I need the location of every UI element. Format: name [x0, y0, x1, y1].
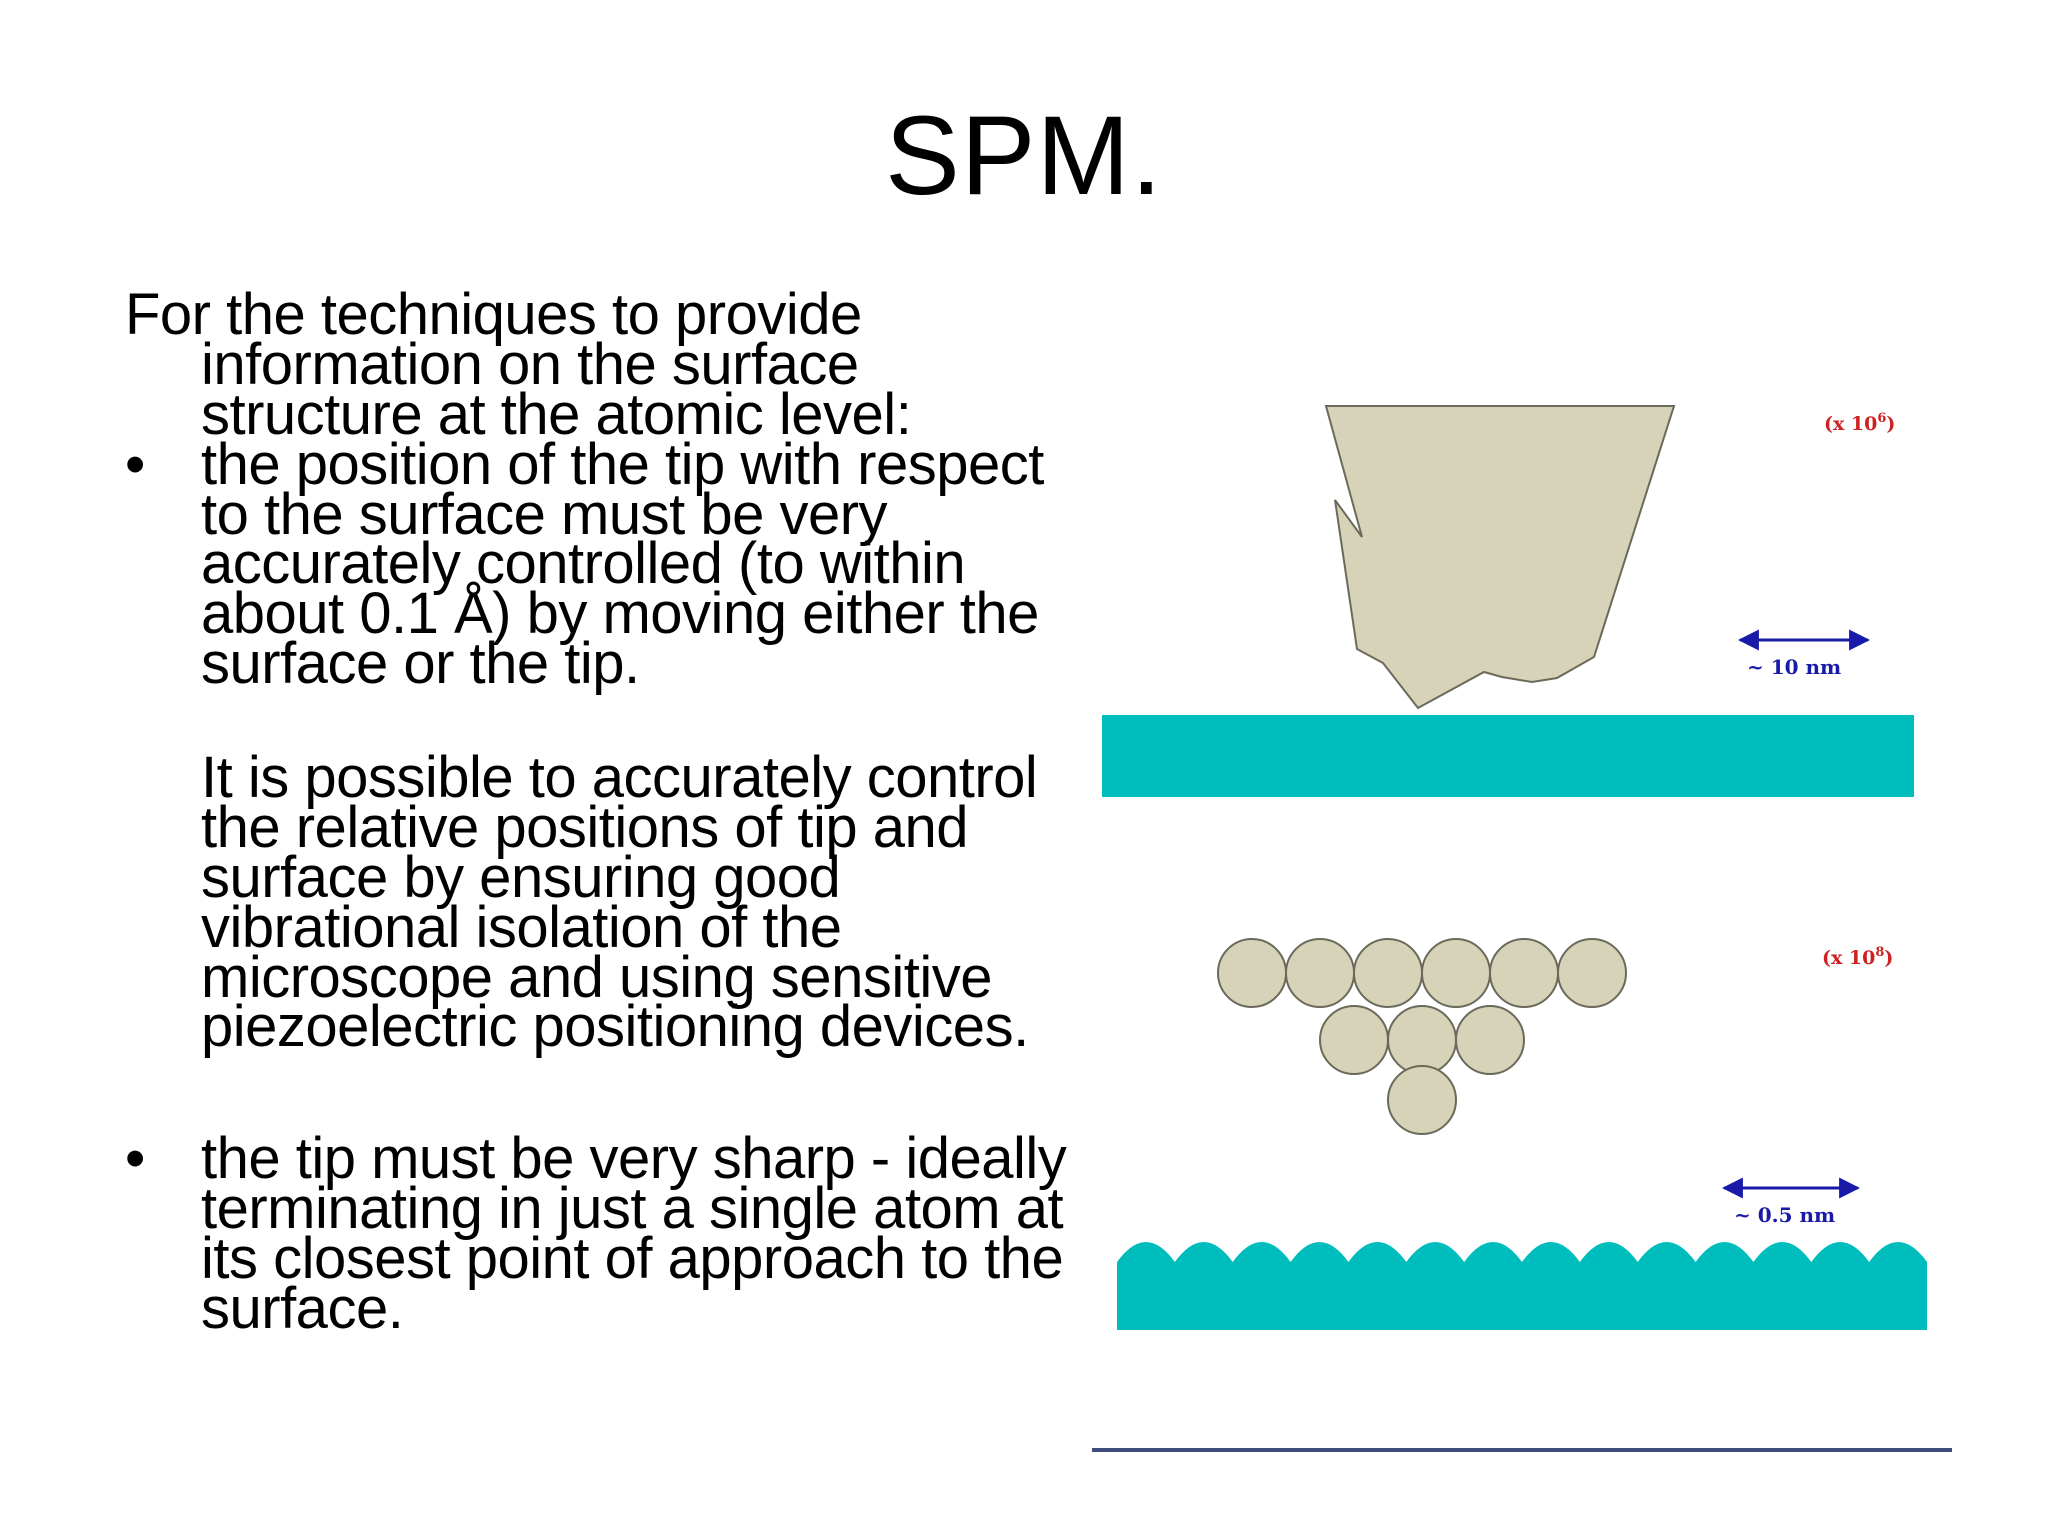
bullet-marker: • — [125, 431, 145, 497]
tip-surface-diagram: ~ 10 nm (x 106) ~ 0.5 nm (x 108) — [1092, 405, 1952, 1452]
magnification-label-1e6: (x 106) — [1824, 411, 1895, 435]
atom-circle — [1455, 1005, 1525, 1075]
intro-text: For the techniques to provide informatio… — [125, 282, 912, 447]
scale-label-10nm: ~ 10 nm — [1747, 655, 1841, 679]
atom-circle — [1557, 938, 1627, 1008]
tip-atoms — [1217, 938, 1627, 1135]
atom-circle — [1421, 938, 1491, 1008]
atom-circle — [1489, 938, 1559, 1008]
atom-circle — [1387, 1065, 1457, 1135]
continuation-text: It is possible to accurately control the… — [201, 745, 1038, 1060]
bullet-item-positioning: • the position of the tip with respect t… — [125, 431, 1085, 692]
atom-circle — [1353, 938, 1423, 1008]
bullet-item-sharp-tip: • the tip must be very sharp - ideally t… — [125, 1126, 1085, 1338]
bullet-marker: • — [125, 1126, 145, 1192]
atom-circle — [1285, 938, 1355, 1008]
macro-tip-shape — [1324, 405, 1676, 710]
slide-body: For the techniques to provide informatio… — [125, 282, 1085, 1338]
slide-title: SPM. — [885, 93, 1163, 218]
macro-surface — [1102, 715, 1914, 797]
atomic-surface — [1117, 1242, 1927, 1330]
atom-circle — [1217, 938, 1287, 1008]
bullet-text-sharp-tip: the tip must be very sharp - ideally ter… — [201, 1126, 1067, 1341]
bullet-text-positioning: the position of the tip with respect to … — [201, 431, 1044, 697]
atom-circle — [1319, 1005, 1389, 1075]
macro-panel: ~ 10 nm (x 106) — [1102, 405, 1914, 797]
scale-label-0-5nm: ~ 0.5 nm — [1734, 1203, 1835, 1227]
atomic-panel: ~ 0.5 nm (x 108) — [1117, 938, 1927, 1330]
atom-circle — [1387, 1005, 1457, 1075]
magnification-label-1e8: (x 108) — [1822, 945, 1893, 969]
